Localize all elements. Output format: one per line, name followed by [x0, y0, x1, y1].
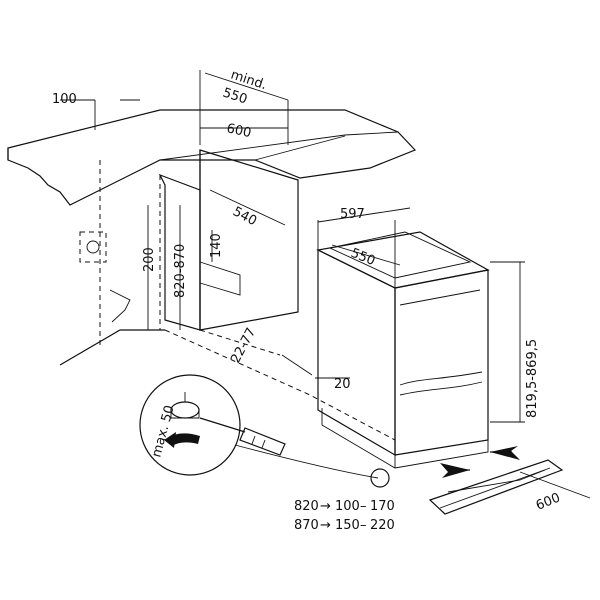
dim-597: 597 — [340, 207, 365, 222]
counter-top — [7, 109, 417, 206]
dim-819-869: 819,5-869,5 — [525, 339, 540, 418]
plinth-panel — [428, 459, 564, 515]
dim-20: 20 — [334, 377, 351, 392]
adjustable-foot-detail — [139, 374, 390, 488]
fridge-unit — [316, 231, 490, 469]
dim-600-top: 600 — [225, 121, 252, 141]
dim-820-870: 820-870 — [173, 244, 188, 298]
table-r2-arrow: → — [320, 518, 331, 533]
table-r1-c1: 820 — [294, 499, 319, 514]
dim-550-side: 550 — [349, 246, 378, 269]
table-r1-c2: 100 — [335, 499, 360, 514]
dim-600-plinth: 600 — [534, 491, 563, 514]
table-r1-c3: 170 — [370, 499, 395, 514]
dim-550-top: 550 — [221, 86, 249, 108]
dim-140: 140 — [209, 233, 224, 258]
rotate-arrow-icon — [164, 432, 200, 448]
table-r2-c3: 220 — [370, 518, 395, 533]
dim-100: 100 — [52, 92, 77, 107]
table-r1-arrow: → — [320, 499, 331, 514]
dim-540: 540 — [230, 204, 259, 229]
power-socket — [79, 231, 107, 263]
height-table: 820 → 100 – 170 870 → 150 – 220 — [294, 499, 395, 533]
dim-max50: max. 50 — [149, 404, 177, 459]
table-r2-c2: 150 — [335, 518, 360, 533]
table-r2-dash: – — [360, 518, 367, 533]
dim-200: 200 — [142, 247, 157, 272]
screwdriver-icon — [199, 417, 286, 456]
table-r2-c1: 870 — [294, 518, 319, 533]
table-r1-dash: – — [360, 499, 367, 514]
cabinet-niche — [59, 149, 396, 441]
dimension-lines — [60, 70, 591, 499]
slide-arrows-icon — [440, 446, 520, 478]
dim-22-77: 22-77 — [228, 325, 259, 365]
